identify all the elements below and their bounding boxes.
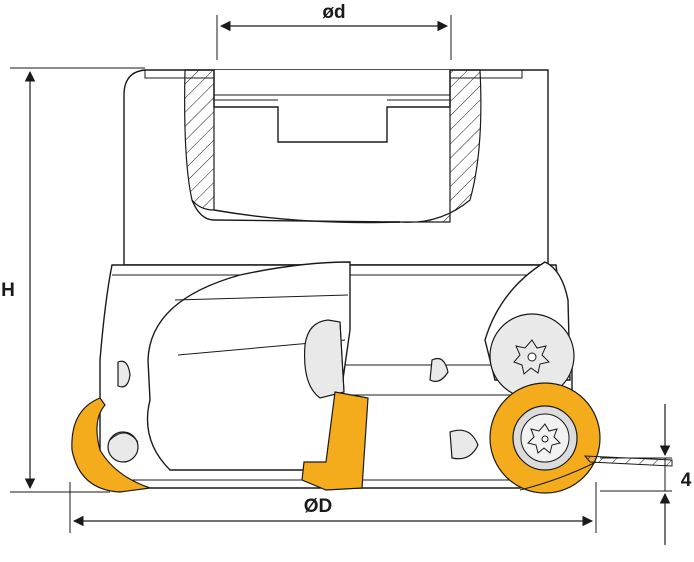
cutter-diameter-label: ØD — [304, 496, 333, 517]
left-insert — [71, 397, 151, 493]
clamp-wedge — [303, 319, 345, 399]
dim-height: H — [0, 67, 145, 493]
left-insert-body — [71, 397, 151, 493]
shank-diameter-label: ød — [322, 2, 345, 23]
dim-cutter-diameter: ØD — [69, 482, 597, 533]
depth-of-cut-label: 4 — [681, 470, 692, 491]
dim-depth-of-cut: 4 — [600, 404, 692, 545]
right-insert — [489, 382, 673, 494]
left-screw — [107, 431, 139, 463]
dim-shank-diameter: ød — [216, 0, 452, 60]
center-insert — [301, 391, 369, 491]
height-label: H — [1, 280, 15, 301]
torx-screw-icon — [513, 339, 550, 375]
torx-screw-icon — [527, 423, 561, 454]
